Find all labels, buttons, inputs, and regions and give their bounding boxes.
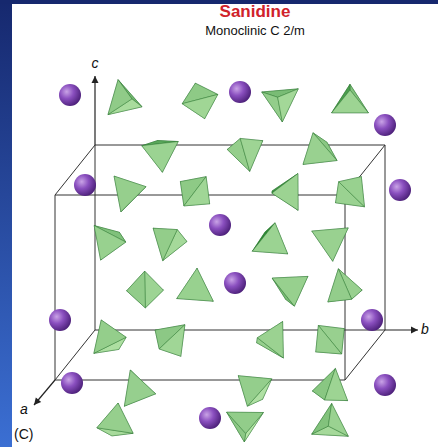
slide-border [0, 0, 12, 447]
k-atom [224, 272, 246, 294]
k-atoms [49, 81, 411, 429]
tetrahedron-face [312, 403, 332, 434]
tetrahedron-face [108, 80, 142, 115]
slide-border [0, 0, 438, 4]
tetrahedron-face [240, 138, 263, 171]
axis-arrowhead [411, 327, 418, 334]
k-atom [209, 214, 231, 236]
tetrahedron-face [303, 133, 337, 165]
tetrahedron-face [252, 223, 287, 254]
tetrahedron-face [328, 269, 352, 302]
k-atom [374, 374, 396, 396]
tetrahedron-face [332, 84, 369, 113]
tetrahedron-face [325, 368, 348, 400]
k-atom [361, 309, 383, 331]
tetrahedron-face [153, 228, 187, 260]
tetrahedron-face [155, 325, 185, 357]
tetrahedron-face [227, 412, 264, 442]
tetrahedron-face [316, 325, 342, 353]
axes [34, 76, 418, 405]
cell-edge [55, 380, 345, 381]
cell-edge [385, 145, 386, 330]
panel-label: (C) [14, 427, 33, 442]
cell-edge [55, 195, 56, 380]
tetrahedron-face [108, 80, 132, 115]
cell-edge [95, 145, 96, 330]
tetrahedron-face [184, 177, 210, 206]
title: Sanidine [220, 3, 291, 22]
cell-edge [345, 330, 385, 380]
subtitle: Monoclinic C 2/m [205, 24, 305, 38]
k-atom [74, 174, 96, 196]
tetrahedron-face [145, 271, 164, 308]
k-atom [374, 114, 396, 136]
tetrahedron-face [272, 276, 308, 306]
tetrahedron-face [182, 94, 218, 118]
axis-line [94, 76, 95, 145]
tetrahedron-face [238, 376, 271, 406]
tetrahedron-face [312, 368, 347, 400]
tetrahedron-face [94, 226, 126, 261]
tetrahedron-face [227, 412, 264, 433]
tetrahedron-face [272, 174, 298, 211]
tetrahedron-face [312, 228, 348, 261]
tetrahedra [94, 80, 369, 442]
cell-edge [55, 145, 95, 195]
axis-label: a [20, 402, 28, 417]
tetrahedron-face [312, 403, 349, 436]
tetrahedron-face [257, 322, 284, 358]
axis-label: c [92, 56, 99, 71]
k-atom [61, 372, 83, 394]
tetrahedron-face [272, 174, 298, 211]
tetrahedron-face [336, 177, 365, 207]
tetrahedron-face [339, 177, 365, 207]
tetrahedron-face [94, 320, 126, 353]
tetrahedron-face [97, 403, 133, 433]
tetrahedron-face [278, 89, 299, 122]
axis-arrowhead [34, 397, 41, 405]
tetrahedron-face [328, 269, 362, 302]
tetrahedron-face [328, 403, 348, 436]
tetrahedron-face [114, 176, 146, 212]
k-atom [199, 407, 221, 429]
unit-cell [55, 145, 385, 380]
axis-arrowhead [92, 76, 99, 83]
tetrahedron-face [262, 89, 298, 122]
k-atom [49, 309, 71, 331]
k-atom [389, 179, 411, 201]
tetrahedron-face [332, 90, 369, 113]
k-atom [59, 84, 81, 106]
tetrahedron-face [124, 370, 155, 406]
tetrahedron-face [127, 271, 146, 308]
tetrahedron-face [177, 268, 214, 301]
tetrahedron-face [159, 325, 185, 357]
k-atom [229, 81, 251, 103]
axis-label: b [421, 322, 429, 337]
tetrahedron-face [153, 228, 177, 260]
tetrahedron-face [142, 142, 178, 173]
axis-line [34, 380, 55, 405]
tetrahedron-face [257, 322, 283, 358]
